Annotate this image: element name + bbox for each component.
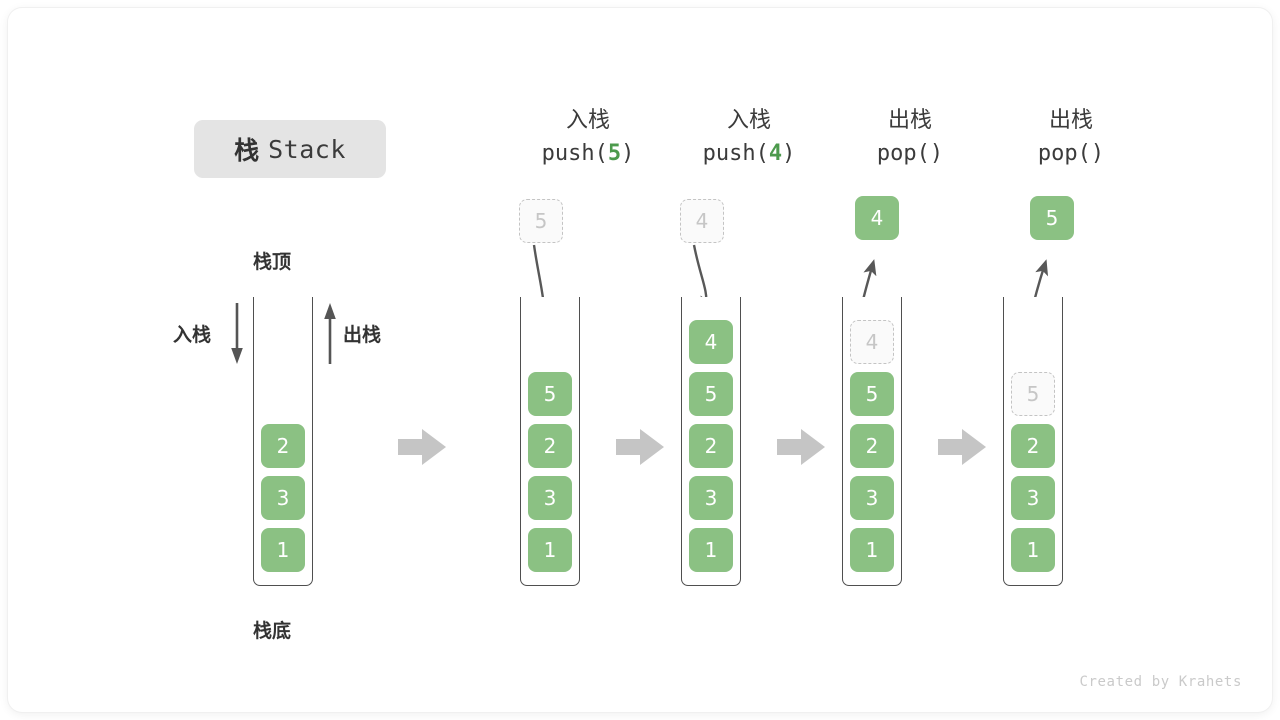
operation-caption-pop-5: 出栈 pop() xyxy=(996,106,1146,168)
stack-cell: 1 xyxy=(850,528,894,572)
stack-cell: 3 xyxy=(689,476,733,520)
stack-cell: 5 xyxy=(528,372,572,416)
operation-caption-push-4: 入栈 push(4) xyxy=(674,106,824,168)
stack-cell: 5 xyxy=(850,372,894,416)
push-direction-arrow xyxy=(231,303,243,364)
flow-arrow-2 xyxy=(616,429,664,465)
stack-ghost-cell: 4 xyxy=(850,320,894,364)
floating-popped-cell: 4 xyxy=(855,196,899,240)
code-prefix: pop( xyxy=(876,141,930,167)
stack-cell: 2 xyxy=(261,424,305,468)
operation-code: pop() xyxy=(996,139,1146,168)
title-cjk: 栈 xyxy=(234,136,260,165)
code-prefix: push( xyxy=(541,141,608,167)
code-argument: 4 xyxy=(768,141,783,167)
flow-arrow-3 xyxy=(777,429,825,465)
stack-cell: 5 xyxy=(689,372,733,416)
pop-side-label: 出栈 xyxy=(343,324,382,346)
flow-arrow-1 xyxy=(398,429,446,465)
stack-cell: 2 xyxy=(1011,424,1055,468)
code-suffix: ) xyxy=(782,141,796,167)
operation-cjk: 出栈 xyxy=(1048,108,1093,133)
stack-cell: 1 xyxy=(261,528,305,572)
code-suffix: ) xyxy=(1090,141,1105,167)
code-suffix: ) xyxy=(621,141,635,167)
operation-cjk: 出栈 xyxy=(887,108,932,133)
operation-code: push(4) xyxy=(674,139,824,168)
push-curve-4 xyxy=(692,244,714,313)
code-suffix: ) xyxy=(929,141,944,167)
diagram-title-badge: 栈 Stack xyxy=(194,120,386,178)
stack-cell: 4 xyxy=(689,320,733,364)
stack-cell: 3 xyxy=(850,476,894,520)
operation-code: pop() xyxy=(835,139,985,168)
credit-text: Created by Krahets xyxy=(1079,674,1242,690)
stack-cell: 2 xyxy=(689,424,733,468)
operation-caption-push-5: 入栈 push(5) xyxy=(513,106,663,168)
stack-top-label: 栈顶 xyxy=(252,251,291,273)
operation-code: push(5) xyxy=(513,139,663,168)
operation-caption-pop-4: 出栈 pop() xyxy=(835,106,985,168)
pop-direction-arrow xyxy=(324,303,336,364)
diagram-canvas: 栈 Stack xyxy=(8,8,1272,712)
code-argument: 5 xyxy=(607,141,622,167)
push-side-label: 入栈 xyxy=(173,324,212,346)
code-prefix: push( xyxy=(702,141,769,167)
stack-cell: 1 xyxy=(528,528,572,572)
floating-ghost-cell: 4 xyxy=(680,199,724,243)
floating-popped-cell: 5 xyxy=(1030,196,1074,240)
title-latin: Stack xyxy=(268,134,346,164)
code-prefix: pop( xyxy=(1037,141,1091,167)
stack-cell: 2 xyxy=(528,424,572,468)
stack-cell: 1 xyxy=(1011,528,1055,572)
stack-cell: 3 xyxy=(528,476,572,520)
stack-cell: 3 xyxy=(1011,476,1055,520)
operation-cjk: 入栈 xyxy=(726,108,771,133)
stack-bottom-label: 栈底 xyxy=(252,620,291,642)
stack-cell: 1 xyxy=(689,528,733,572)
stack-cell: 2 xyxy=(850,424,894,468)
flow-arrow-4 xyxy=(938,429,986,465)
floating-ghost-cell: 5 xyxy=(519,199,563,243)
operation-cjk: 入栈 xyxy=(565,108,610,133)
stack-ghost-cell: 5 xyxy=(1011,372,1055,416)
stack-cell: 3 xyxy=(261,476,305,520)
